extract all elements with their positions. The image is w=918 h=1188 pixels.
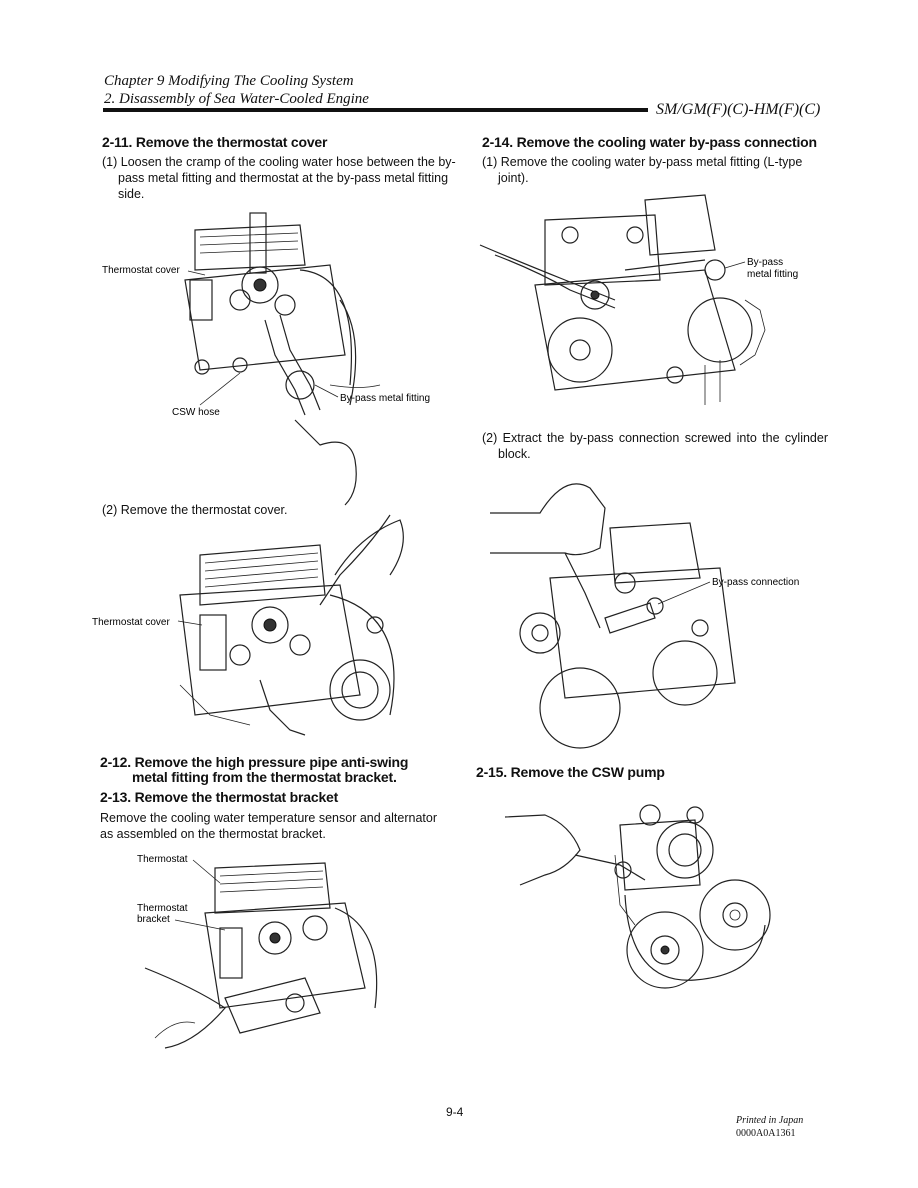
figure-thermostat-hose: Thermostat cover By-pass metal fitting C… [102,212,430,506]
printed-in: Printed in Japan [736,1115,804,1126]
label-thermostat-bracket-line1: Thermostat [137,903,188,914]
figure-bypass-connection: By-pass connection [490,483,799,749]
header-rule [103,108,648,112]
step-2-11-1: (1) Loosen the cramp of the cooling wate… [102,155,456,201]
label-bypass-metal-fitting: By-pass metal fitting [340,393,430,404]
figure-csw-pump [504,804,771,989]
heading-2-12-line2: metal fitting from the thermostat bracke… [132,769,397,785]
heading-2-11: 2-11. Remove the thermostat cover [102,134,328,150]
step-2-11-2: (2) Remove the thermostat cover. [102,503,288,517]
page-number: 9-4 [446,1105,464,1119]
section-title: 2. Disassembly of Sea Water-Cooled Engin… [104,91,369,107]
label-thermostat: Thermostat [137,854,188,865]
figure-thermostat-cover-removal: Thermostat cover [92,514,404,736]
label-bypass-connection: By-pass connection [712,577,799,588]
model-designation: SM/GM(F)(C)-HM(F)(C) [656,101,821,118]
label-bypass-line2: metal fitting [747,269,798,280]
step-2-14-1: (1) Remove the cooling water by-pass met… [482,155,803,185]
document-code: 0000A0A1361 [736,1128,796,1139]
body-2-13: Remove the cooling water temperature sen… [100,811,437,841]
label-csw-hose: CSW hose [172,407,220,418]
label-thermostat-bracket-line2: bracket [137,914,170,925]
figure-bypass-metal-fitting: By-pass metal fitting [479,194,798,405]
figure-thermostat-bracket: Thermostat Thermostat bracket [137,854,378,1049]
step-2-14-2: (2) Extract the by-pass connection screw… [482,431,828,461]
heading-2-12-line1: 2-12. Remove the high pressure pipe anti… [100,754,409,770]
chapter-title: Chapter 9 Modifying The Cooling System [104,73,354,89]
label-bypass-line1: By-pass [747,257,783,268]
heading-2-13: 2-13. Remove the thermostat bracket [100,789,339,805]
label-thermostat-cover-2: Thermostat cover [92,617,170,628]
heading-2-14: 2-14. Remove the cooling water by-pass c… [482,134,817,150]
heading-2-15: 2-15. Remove the CSW pump [476,764,665,780]
label-thermostat-cover-1: Thermostat cover [102,265,180,276]
